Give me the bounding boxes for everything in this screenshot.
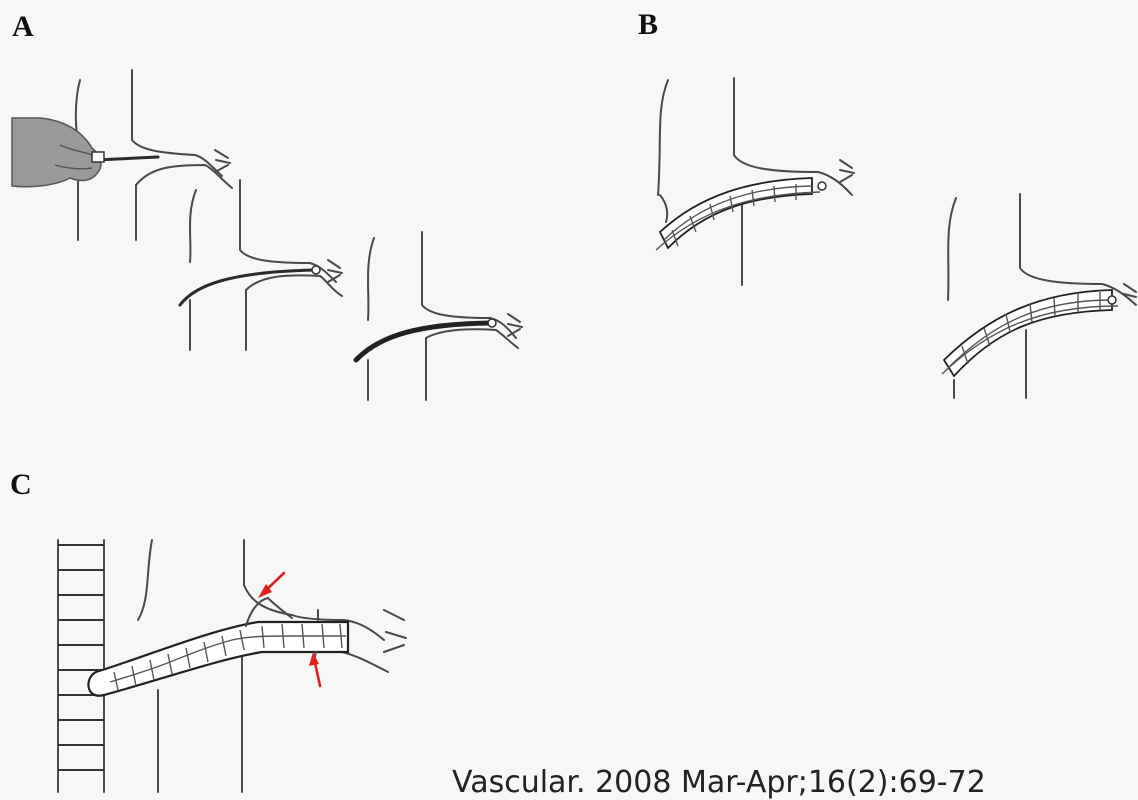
- panel-b-step-2: [942, 194, 1136, 398]
- citation-text: Vascular. 2008 Mar-Apr;16(2):69-72: [452, 768, 986, 798]
- panel-b-step-1: [656, 78, 854, 285]
- panel-a-step-1: [12, 70, 232, 240]
- panel-a-step-3: [356, 232, 522, 400]
- panel-c-aorta-graft: [58, 540, 104, 792]
- panel-a-step-2: [180, 180, 342, 350]
- panel-c-stent-graft: [88, 598, 348, 696]
- hand-with-catheter-icon: [12, 118, 104, 187]
